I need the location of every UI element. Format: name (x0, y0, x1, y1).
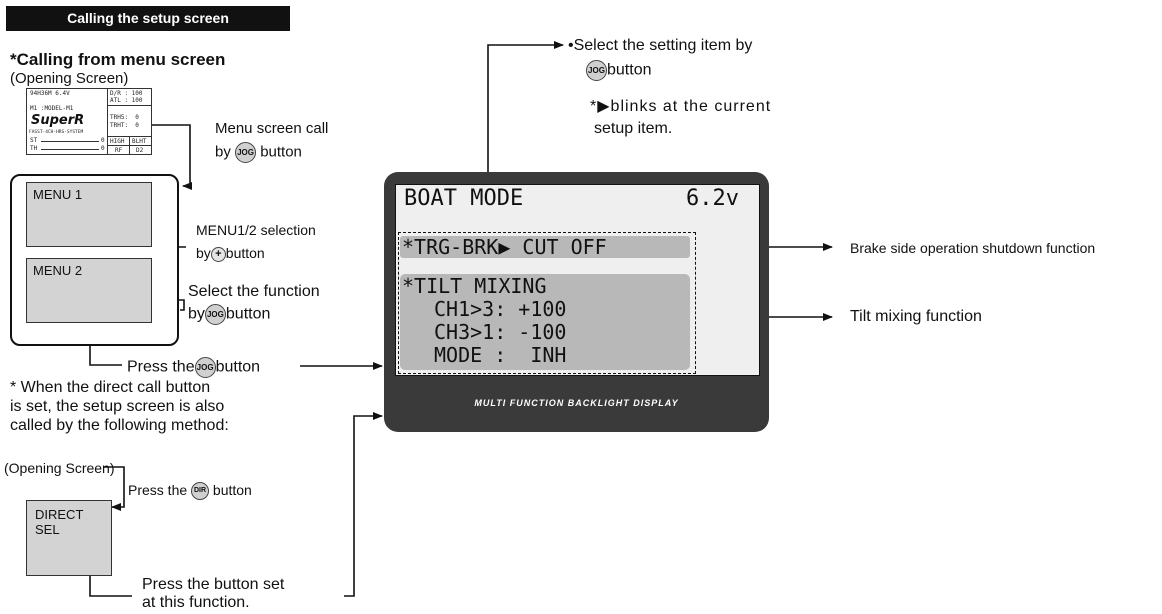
select-item-text-1: •Select the setting item by (568, 37, 752, 55)
menu1-label: MENU 1 (33, 187, 82, 202)
lcd-title: BOAT MODE (404, 186, 523, 212)
opening-screen-thumbnail: 94H36M 6.4V M1 :MODEL-M1 SuperR FASST-4C… (26, 88, 152, 155)
mini-th: TH (30, 145, 37, 152)
jog-button-icon: JOG (205, 304, 226, 325)
mini-zero1: 0 (101, 137, 105, 144)
menu2-screen: MENU 2 (26, 258, 152, 323)
jog-button-icon: JOG (195, 357, 216, 378)
lcd-dashed-outline (398, 232, 696, 374)
select-function-text-1: Select the function (188, 283, 320, 301)
mini-st: ST (30, 137, 37, 144)
mini-line2: M1 :MODEL-M1 (30, 105, 73, 112)
press-set-text-2: at this function. (142, 594, 250, 612)
blinks-text-1: *▶blinks at the current (590, 98, 771, 116)
menu-call-text-1: Menu screen call (215, 120, 328, 138)
mini-cell1: HIGH (110, 138, 124, 145)
mini-dr: D/R : 100 (110, 90, 143, 97)
menu-selection-text-2: by+button (196, 244, 265, 262)
section-header: Calling the setup screen (6, 6, 290, 31)
direct-note-2: is set, the setup screen is also (10, 398, 224, 416)
press-set-text-1: Press the button set (142, 576, 284, 594)
blinks-text-2: setup item. (594, 120, 672, 138)
lcd-bezel-label: MULTI FUNCTION BACKLIGHT DISPLAY (384, 398, 769, 408)
mini-atl: ATL : 100 (110, 97, 143, 104)
mini-line1: 94H36M 6.4V (30, 90, 70, 97)
jog-button-icon: JOG (586, 60, 607, 81)
cursor-arrow-icon: ▶ (597, 98, 610, 115)
direct-sel-screen: DIRECT SEL (26, 500, 112, 576)
brake-annotation: Brake side operation shutdown function (850, 239, 1095, 257)
lcd-voltage: 6.2v (686, 186, 739, 212)
opening-screen-label: (Opening Screen) (10, 70, 128, 88)
menu1-screen: MENU 1 (26, 182, 152, 247)
mini-cell4: D2 (136, 147, 143, 154)
mini-zero2: 0 (101, 145, 105, 152)
direct-sel-label: DIRECT SEL (35, 507, 111, 537)
jog-button-icon: JOG (235, 142, 256, 163)
direct-note-1: * When the direct call button (10, 379, 210, 397)
tilt-annotation: Tilt mixing function (850, 308, 982, 326)
mini-line3: FASST-4CH-HRS-SYSTEM (29, 129, 83, 136)
menu-call-text-2: by JOG button (215, 142, 302, 163)
menu-selection-text-1: MENU1/2 selection (196, 221, 316, 239)
menu2-label: MENU 2 (33, 263, 82, 278)
mini-trh: TRH5: 0 (110, 114, 139, 121)
opening-screen-label-2: (Opening Screen) (4, 459, 115, 477)
dir-button-icon: DIR (191, 482, 209, 500)
mini-trt: TRHT: 0 (110, 122, 139, 129)
press-dir-text: Press the DIR button (128, 481, 252, 500)
subtitle: *Calling from menu screen (10, 51, 225, 69)
mini-cell2: BLHT (132, 138, 146, 145)
plus-button-icon: + (211, 247, 226, 262)
mini-cell3: RF (115, 147, 122, 154)
direct-note-3: called by the following method: (10, 417, 229, 435)
brand-logo: SuperR (31, 113, 84, 128)
